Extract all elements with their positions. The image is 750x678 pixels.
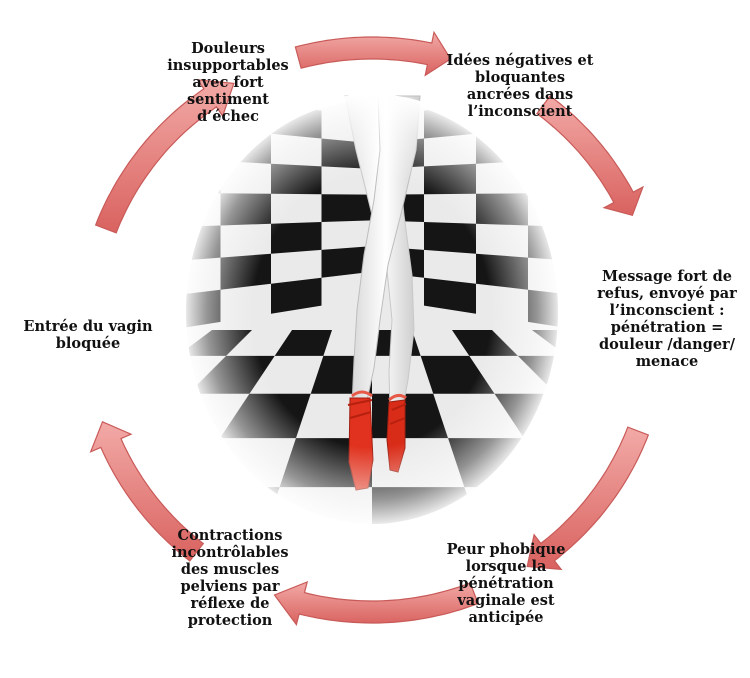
center-photo bbox=[180, 94, 564, 530]
arrow-upper-left bbox=[94, 79, 235, 234]
arrow-lower-left bbox=[89, 421, 205, 562]
arrow-top bbox=[294, 30, 452, 77]
arrow-lower-right bbox=[526, 426, 650, 571]
cycle-arrows bbox=[89, 30, 650, 626]
arrow-upper-right bbox=[536, 95, 645, 217]
arrow-bottom bbox=[273, 581, 479, 626]
